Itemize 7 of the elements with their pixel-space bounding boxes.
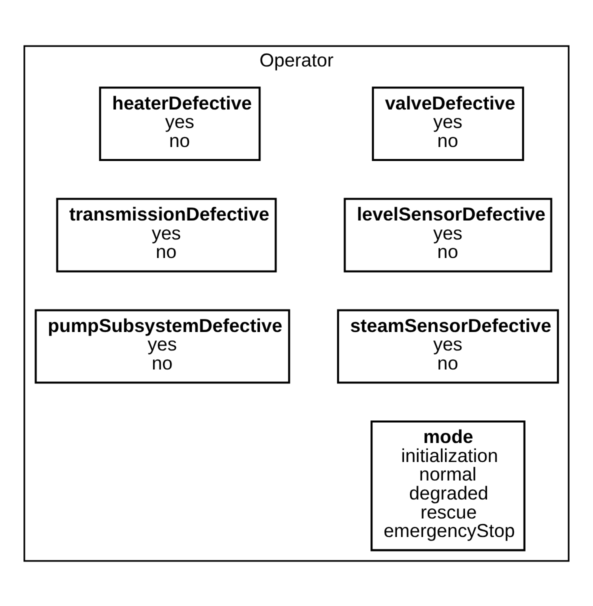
node-box: pumpSubsystemDefective yes no	[34, 308, 290, 384]
node-box: transmissionDefective yes no	[56, 197, 277, 272]
node-box: mode initialization normal degraded rescue emergencyStop	[370, 420, 526, 551]
node-box: levelSensorDefective yes no	[344, 197, 552, 272]
node-box: steamSensorDefective yes no	[337, 308, 559, 384]
node-box: heaterDefective yes no	[99, 86, 261, 161]
node-box: valveDefective yes no	[372, 86, 524, 161]
